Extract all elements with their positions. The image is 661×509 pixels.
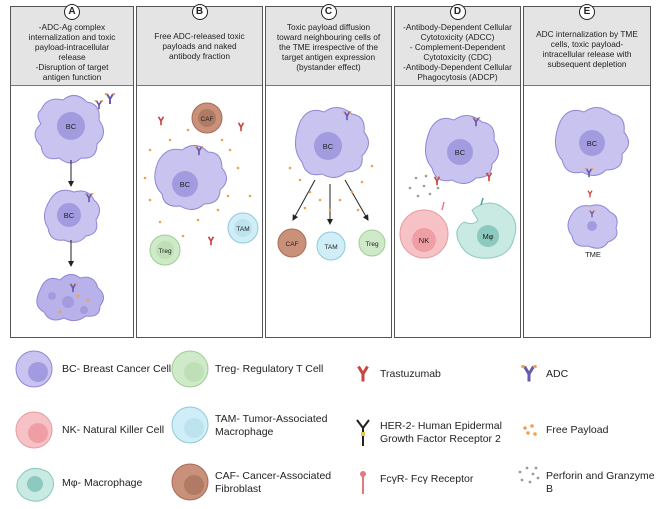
tam-label: TAM — [236, 226, 249, 233]
legend-treg: Treg- Regulatory T Cell — [215, 363, 323, 376]
legend-adc: ADC — [546, 368, 568, 381]
panel-header — [137, 7, 262, 86]
nk-label: NK — [419, 236, 429, 245]
bc-label: BC — [66, 122, 77, 131]
panel-letter: A — [64, 4, 80, 20]
panel-description: ADC internalization by TME cells, toxic … — [536, 29, 638, 69]
legend-icons — [15, 350, 540, 502]
panel-letter: D — [449, 4, 466, 20]
legend-perforin-label: Perforin and Granzyme B — [546, 470, 655, 495]
bc-label: BC — [180, 180, 191, 189]
legend-fcyr-label: FcγR- Fcγ Receptor — [380, 473, 474, 485]
mphi-label: Mφ — [482, 232, 493, 241]
bc-label: BC — [323, 142, 334, 151]
legend-nk: NK- Natural Killer Cell — [62, 424, 164, 437]
panel-letter: B — [191, 4, 208, 20]
panel-description: Free ADC-released toxic payloads and nak… — [154, 31, 245, 61]
legend-mphi-label: Mφ- Macrophage — [62, 477, 143, 489]
treg-label: Treg — [365, 241, 379, 248]
panel-b-diagram: CAF BC TAM Treg — [143, 102, 259, 266]
legend-fcyr: FcγR- Fcγ Receptor — [380, 473, 473, 486]
legend-caf: CAF- Cancer-Associated Fibroblast — [215, 470, 331, 496]
panel-header — [395, 7, 520, 86]
legend-perforin: Perforin and Granzyme B — [546, 470, 661, 496]
legend-tam-label: TAM- Tumor-Associated Macrophage — [215, 413, 328, 438]
legend-her2: HER-2- Human Epidermal Growth Factor Rec… — [380, 420, 502, 446]
legend-bc: BC- Breast Cancer Cell — [62, 363, 171, 376]
legend-caf-label: CAF- Cancer-Associated Fibroblast — [215, 470, 332, 495]
legend-trastuzumab-label: Trastuzumab — [380, 368, 441, 380]
legend-tam: TAM- Tumor-Associated Macrophage — [215, 413, 327, 439]
caf-label: CAF — [286, 241, 299, 248]
tme-label: TME — [585, 250, 601, 259]
panel-a-diagram: BC BC — [34, 93, 116, 322]
legend-nk-label: NK- Natural Killer Cell — [62, 424, 165, 436]
legend-payload-label: Free Payload — [546, 424, 609, 436]
panel-a: A -ADC-Ag complex internalization and to… — [10, 4, 134, 338]
legend-mphi: Mφ- Macrophage — [62, 477, 142, 490]
panel-e-diagram: BC TME — [555, 107, 629, 259]
legend-bc-label: BC- Breast Cancer Cell — [62, 363, 172, 375]
panel-description: -ADC-Ag complex internalization and toxi… — [28, 22, 116, 82]
legend-adc-label: ADC — [546, 368, 569, 380]
bc-label: BC — [587, 139, 598, 148]
legend-her2-label: HER-2- Human Epidermal Growth Factor Rec… — [380, 420, 502, 445]
legend-treg-label: Treg- Regulatory T Cell — [215, 363, 324, 375]
legend-trastuzumab: Trastuzumab — [380, 368, 441, 381]
panel-c-diagram: BC CAF TAM Treg — [277, 107, 386, 261]
panel-header — [266, 7, 391, 86]
caf-label: CAF — [201, 116, 214, 123]
panel-description: Toxic payload diffusion toward neighbour… — [276, 22, 381, 72]
tam-label: TAM — [324, 244, 337, 251]
bc-label: BC — [455, 148, 466, 157]
panel-header — [524, 7, 650, 86]
treg-label: Treg — [158, 248, 172, 255]
panel-header — [11, 7, 133, 86]
panel-description: -Antibody-Dependent Cellular Cytotoxicit… — [403, 22, 512, 82]
panel-letter: E — [579, 4, 595, 20]
panel-letter: C — [320, 4, 337, 20]
bc-label: BC — [64, 211, 75, 220]
legend-payload: Free Payload — [546, 424, 608, 437]
panel-d-diagram: BC NK Mφ — [399, 115, 517, 259]
